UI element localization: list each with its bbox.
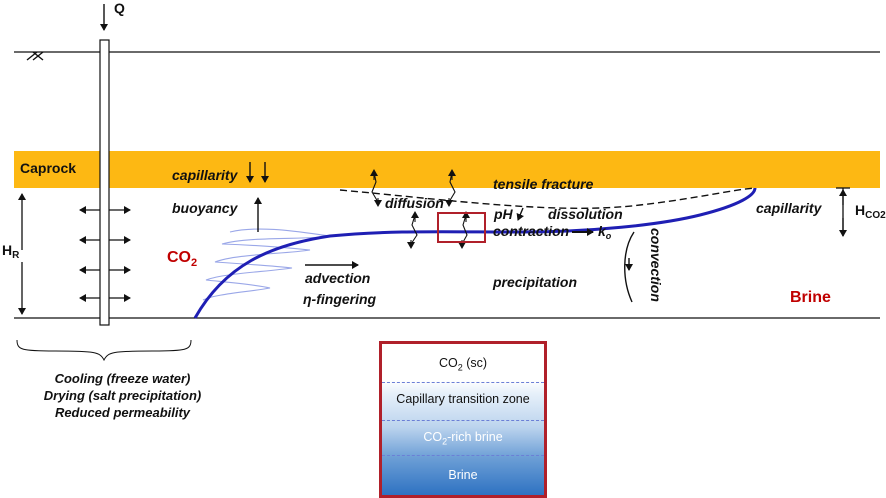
hco2-dimension-arrow-icon <box>836 187 850 237</box>
capillarity-arrows-icon <box>246 162 269 183</box>
zone-capillary-transition: Capillary transition zone <box>396 392 530 406</box>
crack-arrows-icon <box>370 169 470 249</box>
convection-label: convection <box>648 228 664 302</box>
zone-brine: Brine <box>448 468 478 482</box>
capillarity-top-label: capillarity <box>172 167 239 183</box>
ph-down-arrow-icon <box>516 207 524 221</box>
q-label: Q <box>114 0 125 16</box>
contraction-label: contraction <box>493 223 569 239</box>
zone-co2-rich-brine: CO2-rich brine <box>423 430 503 447</box>
brine-label: Brine <box>790 289 831 306</box>
injection-well <box>99 39 110 326</box>
lateral-flow-arrows-icon <box>79 206 131 302</box>
k-label: ko <box>598 223 612 241</box>
fingering-label: η-fingering <box>303 291 377 307</box>
zoom-box <box>437 212 486 243</box>
ground-symbol-icon <box>26 51 44 61</box>
zone-co2-sc: CO2 (sc) <box>438 356 488 373</box>
buoyancy-label: buoyancy <box>172 200 239 216</box>
interface-zones-inset: CO2 (sc) Capillary transition zone CO2-r… <box>379 341 547 498</box>
precipitation-label: precipitation <box>492 274 577 290</box>
cooling-notes: Cooling (freeze water) Drying (salt prec… <box>10 370 235 421</box>
zone-divider <box>382 382 544 383</box>
note-line: Cooling (freeze water) <box>54 371 191 386</box>
co2-label: CO2 <box>167 249 197 269</box>
hr-label: HR <box>2 242 20 261</box>
tensile-fracture-line <box>339 187 756 209</box>
note-line: Drying (salt precipitation) <box>43 388 202 403</box>
co2-plume-interface <box>193 187 757 319</box>
diffusion-label: diffusion <box>385 195 444 211</box>
tensile-fracture-label: tensile fracture <box>493 176 594 192</box>
note-line: Reduced permeability <box>54 405 191 420</box>
zone-divider <box>382 455 544 456</box>
hco2-label: HCO2 <box>855 202 886 221</box>
convection-arrow-icon <box>624 231 635 303</box>
dissolution-label: dissolution <box>548 206 623 222</box>
ph-label: pH <box>493 206 514 222</box>
brace-icon <box>16 339 192 362</box>
capillarity-right-label: capillarity <box>756 200 823 216</box>
advection-label: advection <box>305 270 370 286</box>
zone-divider <box>382 420 544 421</box>
caprock-layer <box>14 151 880 188</box>
caprock-label: Caprock <box>20 160 76 176</box>
